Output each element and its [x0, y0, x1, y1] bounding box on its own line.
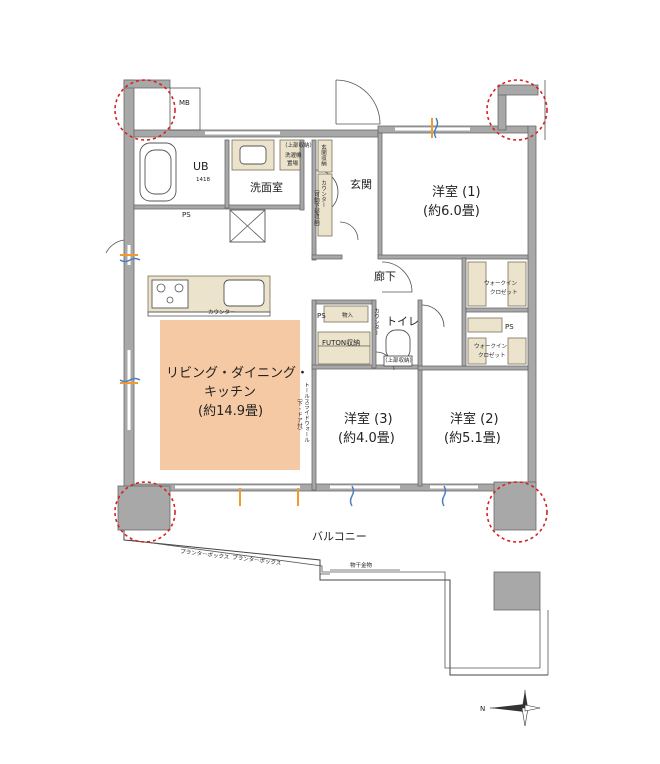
marker-top-right	[486, 79, 548, 141]
wash-space-label: 置場	[287, 159, 299, 167]
ps-hall-label: PS	[317, 312, 326, 320]
ps-wash-label: PS	[182, 211, 191, 219]
ldk-highlight	[160, 320, 300, 470]
bath-fixtures	[139, 139, 301, 243]
marker-bottom-right	[486, 481, 548, 543]
ldk-size: (約14.9畳)	[198, 404, 263, 419]
drying-rack-label: 物干金物	[350, 561, 373, 569]
compass-north-label: N	[480, 705, 485, 713]
washroom-label: 洗面室	[250, 180, 283, 194]
tall-wall-line2: （下・ドア付）	[296, 395, 303, 434]
walkin1-line2: クロゼット	[490, 288, 518, 296]
entrance-counter-label: カウンター	[320, 180, 327, 208]
western3-size: (約4.0畳)	[338, 431, 395, 446]
western1-name: 洋室 (1)	[432, 184, 481, 200]
toilet-bowl	[385, 329, 411, 361]
ub-label: UB	[193, 160, 209, 173]
marker-bottom-left	[114, 481, 176, 543]
upper-storage-wash: （上部収納）	[282, 141, 315, 149]
walkin2-line1: ウォークイン	[474, 342, 508, 350]
hallway-label: 廊下	[374, 269, 396, 283]
walkin-closets	[467, 261, 527, 365]
entrance-cabinets	[317, 139, 333, 237]
kitchen	[147, 275, 271, 317]
entrance-storage-label: 玄関収納	[320, 143, 327, 168]
tall-wall-line1: トールスライドウォール	[303, 382, 310, 443]
hall-storage	[317, 305, 413, 367]
ldk-line2: キッチン	[204, 385, 256, 400]
ventilation-marks	[119, 117, 447, 507]
marker-top-left	[114, 79, 176, 141]
upper-storage-toilet: （上部収納）	[382, 356, 415, 364]
mb-label: MB	[179, 99, 190, 107]
toilet-label: トイレ	[386, 315, 419, 328]
kitchen-counter-label: カウンター	[208, 308, 236, 316]
storage-label: 物入	[342, 311, 354, 319]
futon-label: FUTON収納	[322, 338, 360, 347]
western3-name: 洋室 (3)	[344, 411, 393, 427]
balcony-label: バルコニー	[312, 530, 367, 543]
walkin1-line1: ウォークイン	[484, 279, 518, 287]
sink	[223, 279, 265, 307]
western1-size: (約6.0畳)	[423, 204, 480, 219]
column-markers	[114, 79, 548, 543]
stove	[151, 279, 189, 309]
planter1-label: プランターボックス	[180, 547, 230, 561]
ub-size-label: 1418	[196, 177, 210, 183]
walkin2-line2: クロゼット	[478, 351, 506, 359]
interior-walls	[133, 132, 529, 491]
toilet-counter-label: カウンター	[373, 308, 380, 336]
ldk-line1: リビング・ダイニング・	[166, 366, 309, 381]
entrance-counter-sub: （可動下部収納）	[313, 186, 320, 230]
entrance-label: 玄関	[350, 177, 372, 191]
balcony-outline	[123, 530, 549, 676]
western2-name: 洋室 (2)	[450, 411, 499, 427]
western2-size: (約5.1畳)	[444, 431, 501, 446]
wash-machine-label: 洗濯機	[285, 151, 302, 159]
compass: N	[480, 690, 541, 727]
ps-closet-label: PS	[505, 323, 514, 331]
